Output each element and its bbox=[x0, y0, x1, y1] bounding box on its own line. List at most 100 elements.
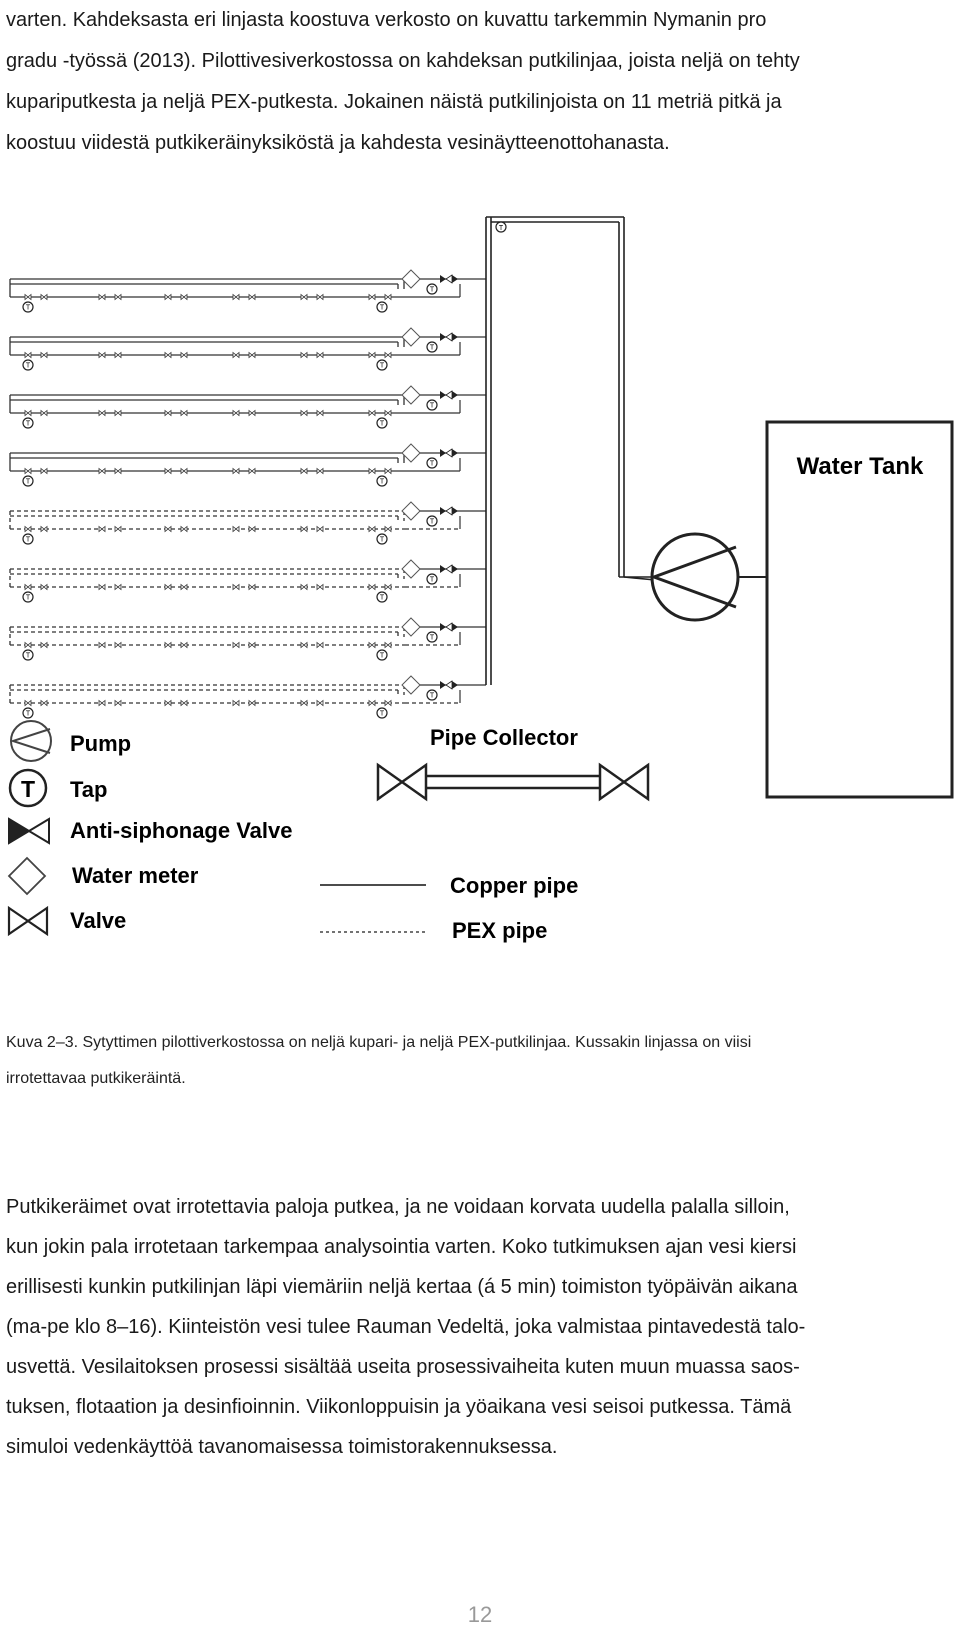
bottom-paragraph-line: tuksen, flotaation ja desinfioinnin. Vii… bbox=[6, 1396, 792, 1418]
tap-icon: T bbox=[376, 475, 388, 487]
valve-icon bbox=[180, 699, 188, 707]
valve-icon bbox=[316, 699, 324, 707]
legend-tap-label: Tap bbox=[70, 777, 107, 802]
tap-icon: T bbox=[22, 591, 34, 603]
valve-icon bbox=[114, 409, 122, 417]
svg-text:T: T bbox=[380, 421, 385, 428]
tap-icon: T bbox=[22, 707, 34, 719]
valve-icon bbox=[114, 641, 122, 649]
valve-icon bbox=[98, 525, 106, 533]
anti-siphonage-valve-icon bbox=[452, 449, 458, 457]
tap-icon: T bbox=[376, 533, 388, 545]
svg-text:T: T bbox=[380, 711, 385, 718]
valve-icon bbox=[248, 699, 256, 707]
water-meter-icon bbox=[401, 269, 421, 289]
valve-icon bbox=[300, 699, 308, 707]
anti-siphonage-valve-icon bbox=[452, 391, 458, 399]
legend-pump-label: Pump bbox=[70, 731, 131, 756]
valve-icon bbox=[368, 641, 376, 649]
valve-icon bbox=[40, 351, 48, 359]
valve-icon bbox=[40, 641, 48, 649]
valve-icon bbox=[384, 467, 392, 475]
bottom-paragraph-line: Putkikeräimet ovat irrotettavia paloja p… bbox=[6, 1196, 790, 1218]
valve-icon bbox=[164, 525, 172, 533]
bottom-paragraph-line: simuloi vedenkäyttöä tavanomaisessa toim… bbox=[6, 1436, 558, 1458]
valve-icon bbox=[300, 467, 308, 475]
valve-icon bbox=[368, 293, 376, 301]
water-meter-icon bbox=[401, 327, 421, 347]
valve-icon bbox=[384, 525, 392, 533]
valve-icon bbox=[98, 467, 106, 475]
valve-icon bbox=[98, 293, 106, 301]
valve-icon bbox=[24, 699, 32, 707]
valve-icon bbox=[248, 467, 256, 475]
valve-icon bbox=[180, 409, 188, 417]
legend-pipe-collector-label: Pipe Collector bbox=[430, 725, 578, 750]
tap-icon: T bbox=[376, 707, 388, 719]
valve-icon bbox=[40, 467, 48, 475]
tap-icon: T bbox=[426, 341, 438, 353]
tap-icon: T bbox=[22, 533, 34, 545]
valve-icon bbox=[248, 293, 256, 301]
valve-icon bbox=[384, 293, 392, 301]
anti-siphonage-valve-icon bbox=[440, 680, 453, 690]
valve-icon bbox=[24, 351, 32, 359]
valve-icon bbox=[40, 699, 48, 707]
water-tank-label: Water Tank bbox=[797, 453, 924, 480]
caption-line: irrotettavaa putkikeräintä. bbox=[6, 1070, 186, 1087]
valve-icon bbox=[316, 583, 324, 591]
svg-text:T: T bbox=[26, 653, 31, 660]
anti-siphonage-valve-icon bbox=[452, 507, 458, 515]
legend-anti-siphonage-valve-label: Anti-siphonage Valve bbox=[70, 818, 293, 843]
svg-text:T: T bbox=[430, 577, 435, 584]
figure-caption: Kuva 2–3. Sytyttimen pilottiverkostossa … bbox=[6, 1025, 954, 1097]
water-meter-icon bbox=[401, 385, 421, 405]
svg-text:T: T bbox=[430, 403, 435, 410]
valve-icon bbox=[164, 409, 172, 417]
top-paragraph-line: gradu -työssä (2013). Pilottivesiverkost… bbox=[6, 50, 800, 72]
top-paragraph-line: koostuu viidestä putkikeräinyksiköstä ja… bbox=[6, 132, 670, 154]
svg-text:T: T bbox=[380, 653, 385, 660]
valve-icon bbox=[7, 905, 49, 937]
valve-icon bbox=[316, 467, 324, 475]
valve-icon bbox=[384, 583, 392, 591]
svg-text:T: T bbox=[26, 595, 31, 602]
valve-icon bbox=[300, 293, 308, 301]
valve-icon bbox=[368, 699, 376, 707]
valve-icon bbox=[368, 583, 376, 591]
top-paragraph: varten. Kahdeksasta eri linjasta koostuv… bbox=[6, 0, 954, 164]
svg-text:T: T bbox=[380, 537, 385, 544]
legend-copper-pipe-label: Copper pipe bbox=[450, 873, 578, 898]
tap-icon: T bbox=[22, 359, 34, 371]
pump-icon bbox=[9, 720, 52, 762]
svg-text:T: T bbox=[430, 519, 435, 526]
valve-icon bbox=[368, 467, 376, 475]
tap-icon: T bbox=[22, 417, 34, 429]
caption-line: Kuva 2–3. Sytyttimen pilottiverkostossa … bbox=[6, 1034, 752, 1051]
valve-icon bbox=[180, 293, 188, 301]
valve-icon bbox=[98, 409, 106, 417]
valve-icon bbox=[40, 409, 48, 417]
valve-icon bbox=[384, 351, 392, 359]
valve-icon bbox=[368, 351, 376, 359]
valve-icon bbox=[114, 467, 122, 475]
valve-icon bbox=[164, 699, 172, 707]
water-meter-icon bbox=[7, 856, 47, 896]
valve-icon bbox=[384, 699, 392, 707]
valve-icon bbox=[232, 583, 240, 591]
top-paragraph-line: varten. Kahdeksasta eri linjasta koostuv… bbox=[6, 9, 767, 31]
bottom-paragraph-line: (ma-pe klo 8–16). Kiinteistön vesi tulee… bbox=[6, 1316, 806, 1338]
tap-icon: T bbox=[376, 649, 388, 661]
valve-icon bbox=[232, 699, 240, 707]
svg-text:T: T bbox=[26, 537, 31, 544]
valve-icon bbox=[316, 409, 324, 417]
valve-icon bbox=[300, 525, 308, 533]
water-meter-icon bbox=[401, 559, 421, 579]
valve-icon bbox=[232, 641, 240, 649]
top-paragraph-line: kupariputkesta ja neljä PEX-putkesta. Jo… bbox=[6, 91, 782, 113]
valve-icon bbox=[300, 409, 308, 417]
bottom-paragraph: Putkikeräimet ovat irrotettavia paloja p… bbox=[6, 1187, 954, 1467]
page-number: 12 bbox=[467, 1602, 493, 1627]
tap-icon: T bbox=[376, 417, 388, 429]
